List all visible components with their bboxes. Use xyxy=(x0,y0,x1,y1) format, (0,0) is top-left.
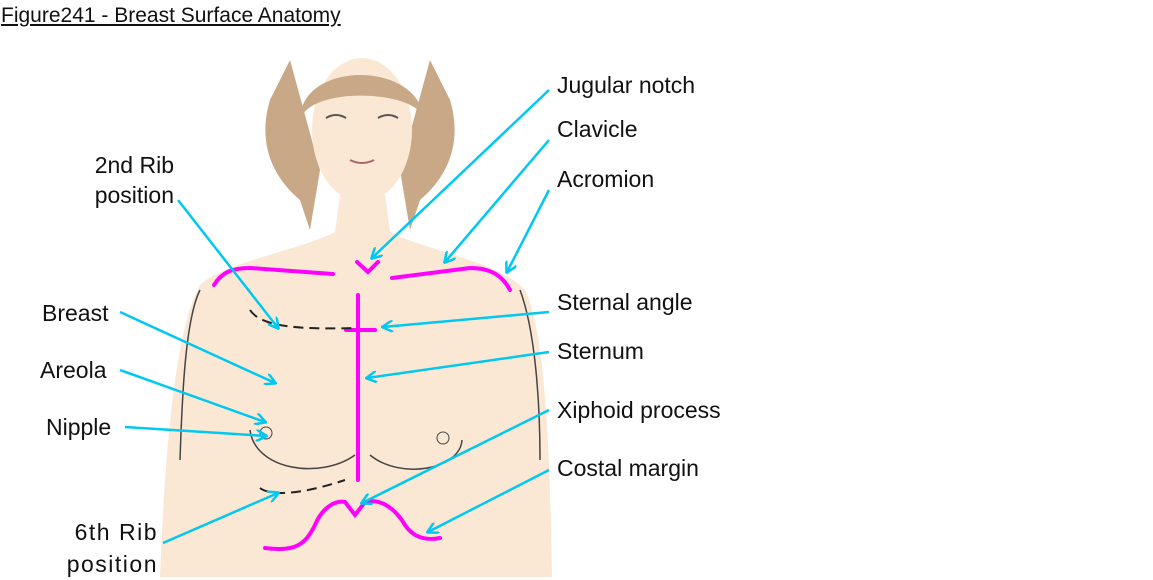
arrow-clavicle xyxy=(445,139,550,262)
label-clavicle: Clavicle xyxy=(557,116,638,142)
label-areola: Areola xyxy=(40,357,107,383)
label-rib6-line1: 6th Rib xyxy=(74,519,158,545)
label-rib6: 6th Rib position xyxy=(40,516,158,580)
label-rib2-line2: position xyxy=(94,182,174,208)
label-acromion: Acromion xyxy=(557,166,655,192)
body-figure xyxy=(150,58,560,577)
arrow-nipple xyxy=(124,425,266,436)
label-xiphoid-process: Xiphoid process xyxy=(557,397,721,423)
arrow-acromion xyxy=(507,189,551,272)
figure-title: Figure241 - Breast Surface Anatomy xyxy=(1,4,341,27)
label-jugular-notch: Jugular notch xyxy=(557,72,696,98)
arrow-rib6 xyxy=(162,493,278,545)
costal-margin-line xyxy=(263,499,442,552)
label-rib6-line2: position xyxy=(66,551,158,577)
rib2-dashed-line xyxy=(249,309,356,330)
landmark-lines xyxy=(212,260,512,552)
arrow-jugular-notch xyxy=(372,89,550,258)
label-rib2-line1: 2nd Rib xyxy=(94,152,174,178)
arrow-xiphoid xyxy=(362,408,550,503)
arrow-rib2 xyxy=(177,199,278,328)
arrow-costal-margin xyxy=(428,468,550,532)
label-sternum: Sternum xyxy=(557,338,644,364)
label-sternal-angle: Sternal angle xyxy=(557,289,693,315)
left-clavicle-line xyxy=(212,265,335,287)
arrow-sternum xyxy=(367,350,550,378)
arrow-breast xyxy=(119,310,275,383)
label-rib2: 2nd Rib position xyxy=(60,150,174,210)
label-costal-margin: Costal margin xyxy=(557,455,699,481)
rib6-dashed-line xyxy=(259,479,346,494)
right-clavicle-line xyxy=(390,265,512,292)
arrow-sternal-angle xyxy=(383,310,550,327)
arrow-areola xyxy=(119,368,265,422)
label-breast: Breast xyxy=(42,300,109,326)
rib-lines xyxy=(249,309,356,494)
jugular-notch-line xyxy=(355,260,380,275)
label-nipple: Nipple xyxy=(46,414,112,440)
pointer-arrows xyxy=(119,89,551,545)
